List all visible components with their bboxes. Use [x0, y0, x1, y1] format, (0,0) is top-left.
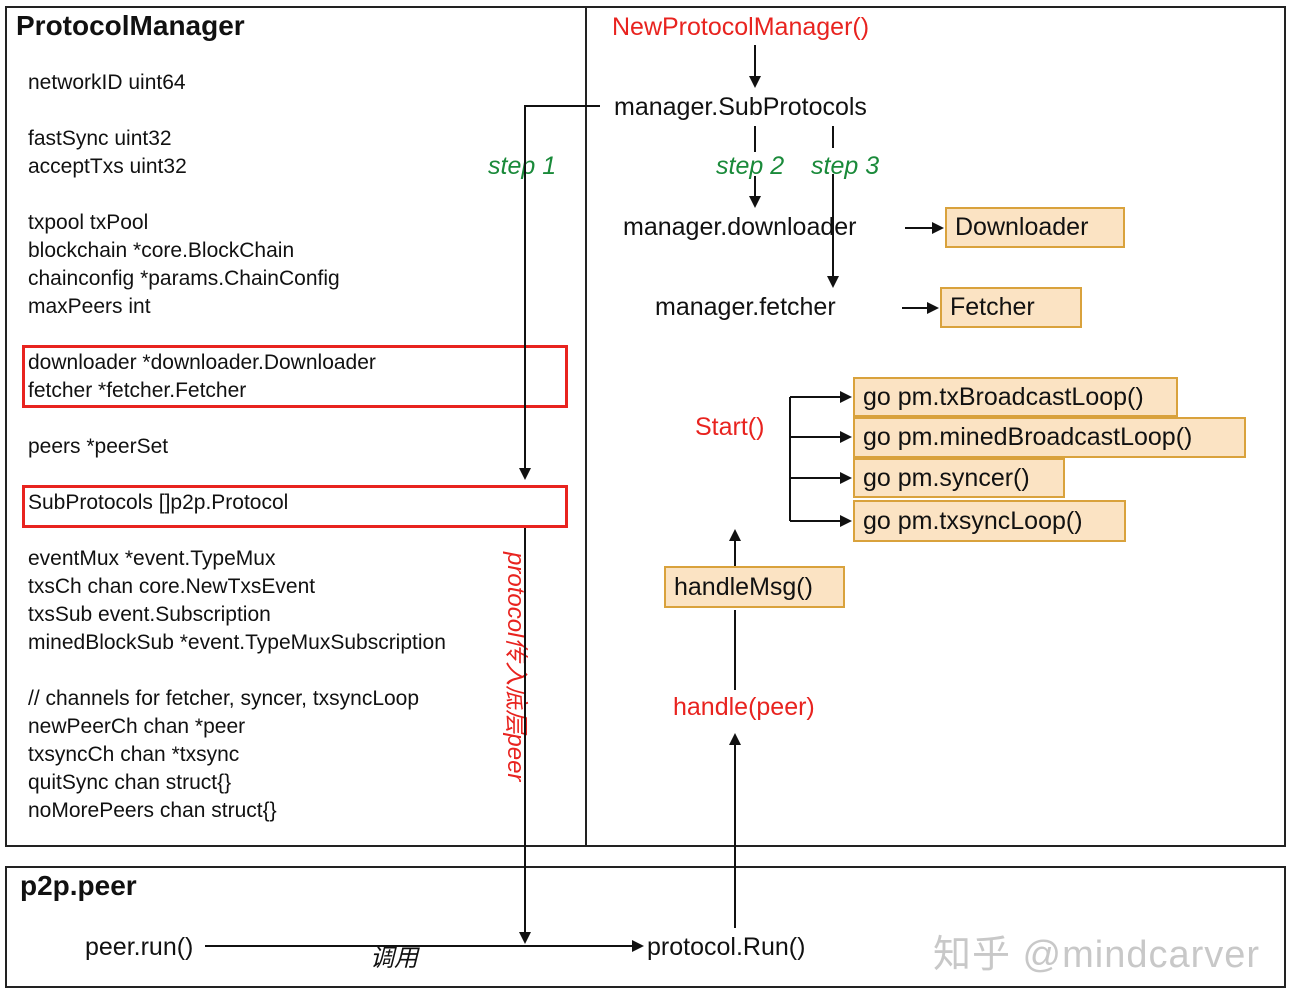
step-1-label: step 1 — [488, 152, 557, 180]
field-accepttxs: acceptTxs uint32 — [28, 155, 187, 178]
field-fetcher: fetcher *fetcher.Fetcher — [28, 379, 247, 402]
field-quitsync: quitSync chan struct{} — [28, 771, 232, 794]
field-fastsync: fastSync uint32 — [28, 127, 172, 150]
new-protocol-manager-label: NewProtocolManager() — [612, 13, 870, 41]
field-txsyncch: txsyncCh chan *txsync — [28, 743, 240, 766]
p2p-peer-title: p2p.peer — [20, 870, 137, 901]
channels-comment: // channels for fetcher, syncer, txsyncL… — [28, 687, 420, 710]
subprotocols-highlight-box — [22, 485, 568, 528]
fetcher-box: Fetcher — [940, 287, 1082, 328]
arrow-step1 — [519, 105, 600, 480]
txsync-loop-box: go pm.txsyncLoop() — [853, 500, 1126, 542]
step-3-label: step 3 — [811, 152, 880, 180]
field-txsch: txsCh chan core.NewTxsEvent — [28, 575, 316, 598]
field-newpeerch: newPeerCh chan *peer — [28, 715, 246, 738]
step-2-label: step 2 — [716, 152, 785, 180]
start-label: Start() — [695, 413, 765, 441]
field-blockchain: blockchain *core.BlockChain — [28, 239, 295, 262]
field-peers: peers *peerSet — [28, 435, 169, 458]
manager-subprotocols-node: manager.SubProtocols — [614, 93, 867, 121]
watermark: 知乎 @mindcarver — [933, 934, 1261, 976]
field-subprotocols: SubProtocols []p2p.Protocol — [28, 491, 289, 514]
field-minedblocksub: minedBlockSub *event.TypeMuxSubscription — [28, 631, 446, 654]
field-txssub: txsSub event.Subscription — [28, 603, 271, 626]
field-txpool: txpool txPool — [28, 211, 149, 234]
downloader-highlight-box — [22, 345, 568, 408]
mined-broadcast-loop-box: go pm.minedBroadcastLoop() — [853, 417, 1246, 458]
call-label: 调用 — [370, 945, 418, 972]
field-maxpeers: maxPeers int — [28, 295, 151, 318]
protocol-manager-title: ProtocolManager — [16, 10, 245, 41]
peer-run-node: peer.run() — [85, 933, 194, 961]
field-networkid: networkID uint64 — [28, 71, 186, 94]
flow-panel — [585, 6, 1286, 847]
field-chainconfig: chainconfig *params.ChainConfig — [28, 267, 340, 290]
tx-broadcast-loop-box: go pm.txBroadcastLoop() — [853, 377, 1178, 417]
handle-msg-box: handleMsg() — [664, 566, 845, 608]
field-nomorepeers: noMorePeers chan struct{} — [28, 799, 277, 822]
protocol-run-node: protocol.Run() — [647, 933, 806, 961]
handle-peer-label: handle(peer) — [673, 693, 815, 721]
downloader-box: Downloader — [945, 207, 1125, 248]
p2p-peer-panel — [5, 866, 1286, 988]
field-eventmux: eventMux *event.TypeMux — [28, 547, 276, 570]
manager-fetcher-node: manager.fetcher — [655, 293, 836, 321]
manager-downloader-node: manager.downloader — [623, 213, 857, 241]
field-downloader: downloader *downloader.Downloader — [28, 351, 376, 374]
syncer-box: go pm.syncer() — [853, 458, 1065, 498]
